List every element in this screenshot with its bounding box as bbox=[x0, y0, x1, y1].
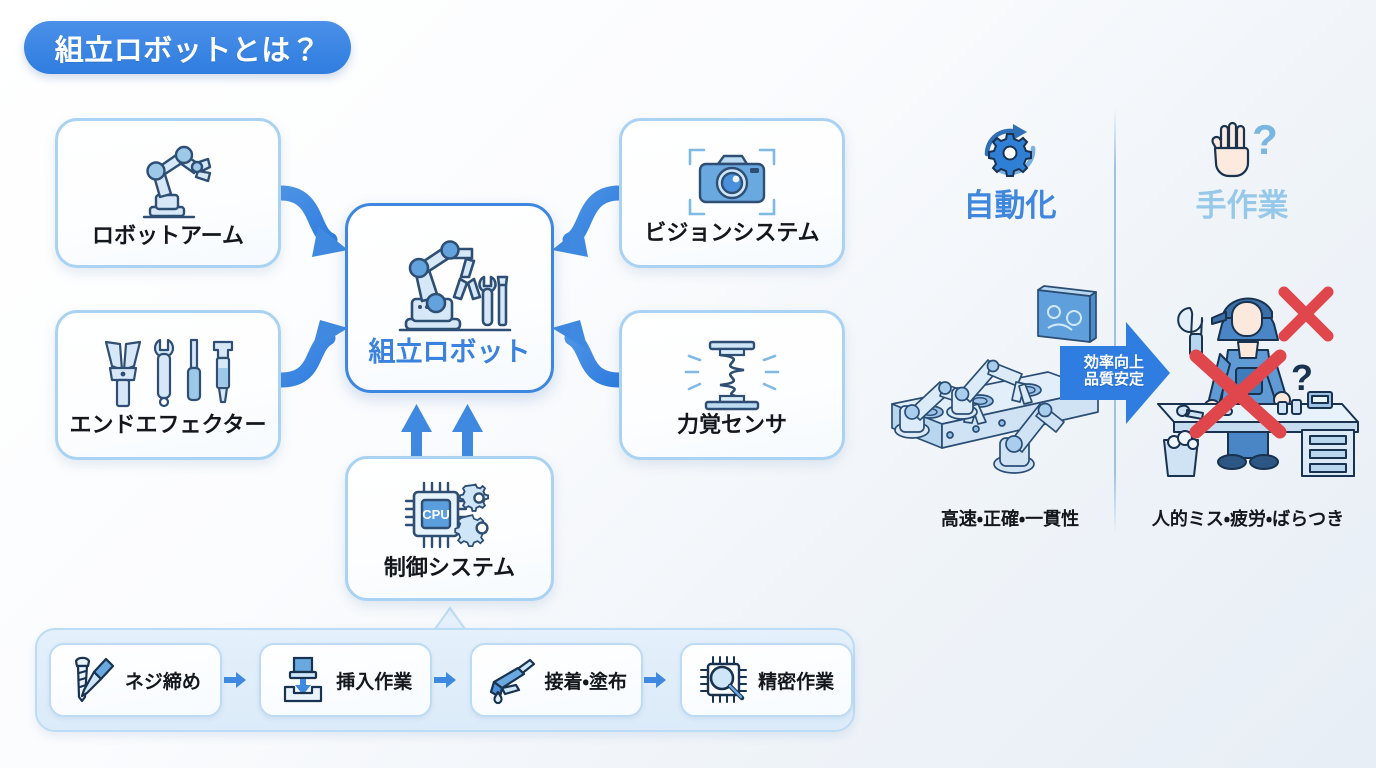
assembly-robot-icon bbox=[388, 231, 512, 339]
process-step-label: 接着・塗布 bbox=[544, 671, 627, 693]
cpu-chip-text: CPU bbox=[422, 507, 449, 522]
right-arrow-icon bbox=[222, 672, 248, 688]
right-arrow-icon bbox=[432, 672, 458, 688]
component-label: ロボットアーム bbox=[91, 223, 245, 248]
process-step-card[interactable]: ネジ締め bbox=[49, 643, 222, 717]
component-label: ビジョンシステム bbox=[644, 220, 820, 245]
manual-caption: 人的ミス・疲労・ばらつき bbox=[1151, 509, 1345, 529]
manual-heading: 手作業 bbox=[1195, 188, 1289, 223]
manual-illustration: ? bbox=[1152, 272, 1370, 477]
gear-refresh-icon bbox=[977, 120, 1043, 182]
hub-label: 組立ロボット bbox=[368, 336, 531, 367]
connector-arrows bbox=[273, 185, 627, 464]
page-title-badge: 組立ロボットとは？ bbox=[24, 21, 351, 74]
process-step-card[interactable]: 接着・塗布 bbox=[469, 643, 643, 717]
component-card-end-effector[interactable]: エンドエフェクター bbox=[55, 310, 281, 460]
process-step-label: 挿入作業 bbox=[336, 671, 413, 693]
hub-card-assembly-robot[interactable]: 組立ロボット bbox=[345, 203, 554, 393]
automation-caption: 高速・正確・一貫性 bbox=[940, 509, 1080, 529]
spring-force-sensor-icon bbox=[684, 334, 780, 414]
process-step-card[interactable]: 精密作業 bbox=[680, 643, 854, 717]
right-arrow-icon bbox=[643, 672, 669, 688]
component-label: 力覚センサ bbox=[676, 412, 787, 437]
automation-illustration bbox=[888, 272, 1106, 477]
process-step-card[interactable]: 挿入作業 bbox=[259, 643, 433, 717]
automation-heading-group: 自動化 bbox=[898, 120, 1122, 221]
process-step-label: ネジ締め bbox=[124, 671, 201, 693]
svg-text:?: ? bbox=[1252, 116, 1278, 163]
end-effector-tools-icon bbox=[98, 334, 238, 414]
benefit-arrow bbox=[1060, 322, 1170, 424]
process-steps-strip: ネジ締め 挿入作業 bbox=[35, 628, 855, 732]
insertion-press-icon bbox=[279, 655, 327, 705]
comparison-divider bbox=[1114, 108, 1116, 533]
component-card-robot-arm[interactable]: ロボットアーム bbox=[55, 118, 281, 268]
cpu-gears-icon: CPU bbox=[398, 479, 502, 557]
robot-arm-icon bbox=[122, 139, 214, 225]
component-label: 制御システム bbox=[383, 554, 516, 580]
manual-heading-group: ? 手作業 bbox=[1130, 116, 1354, 223]
automation-heading: 自動化 bbox=[963, 188, 1057, 223]
camera-vision-icon bbox=[684, 142, 780, 222]
component-card-force-sensor[interactable]: 力覚センサ bbox=[619, 310, 845, 460]
page-title: 組立ロボットとは？ bbox=[54, 34, 321, 67]
hand-question-icon: ? bbox=[1203, 116, 1281, 182]
svg-text:?: ? bbox=[1291, 357, 1313, 398]
screwdriver-screw-icon bbox=[70, 655, 116, 705]
glue-gun-icon bbox=[486, 655, 536, 705]
component-card-vision-system[interactable]: ビジョンシステム bbox=[619, 118, 845, 268]
process-step-label: 精密作業 bbox=[758, 671, 835, 693]
magnifier-chip-icon bbox=[699, 655, 749, 705]
component-label: エンドエフェクター bbox=[69, 412, 267, 437]
component-card-control-system[interactable]: CPU 制御システム bbox=[345, 456, 554, 601]
